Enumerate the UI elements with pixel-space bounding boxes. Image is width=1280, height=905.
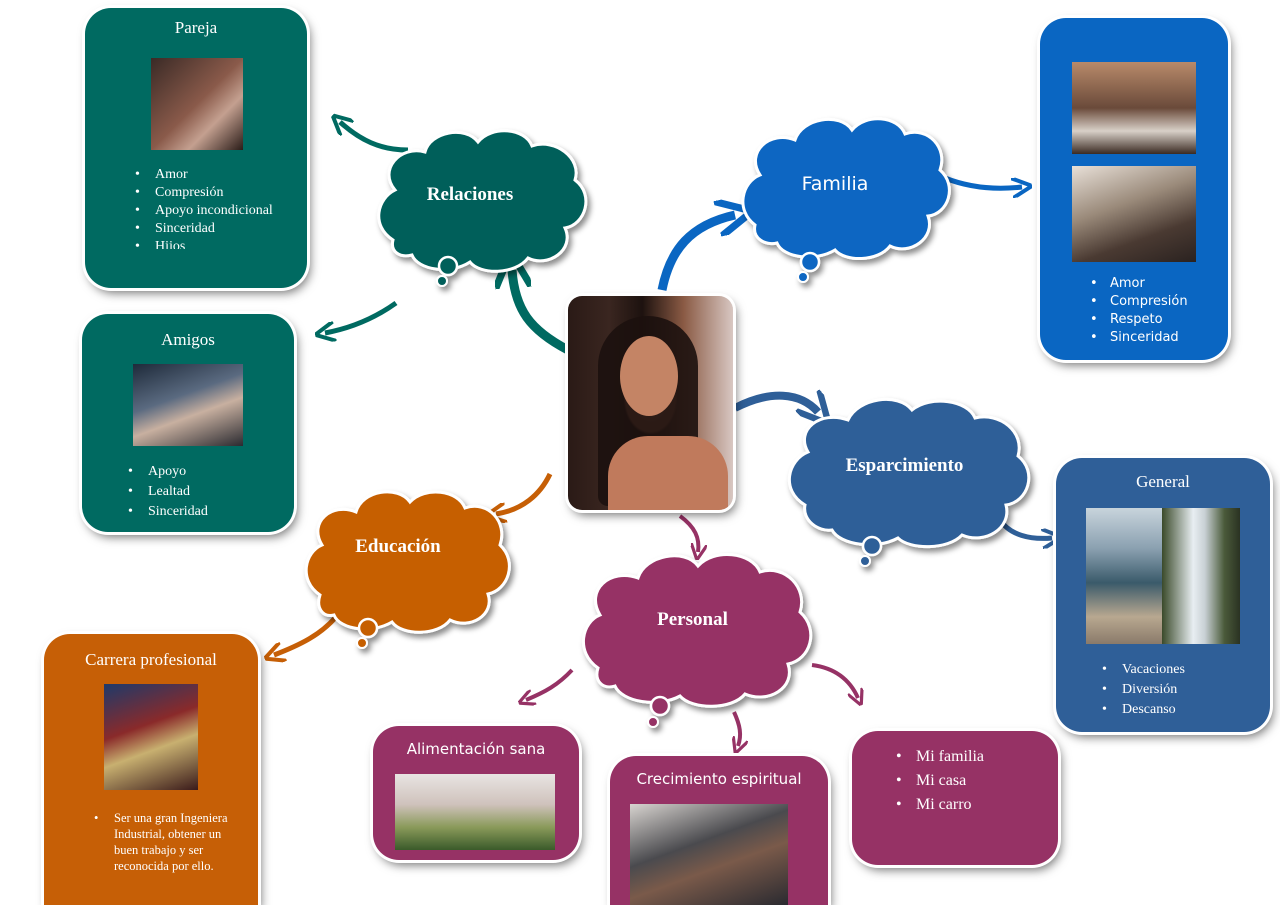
amigos-item: Apoyo bbox=[126, 462, 286, 482]
general-item: Diversión bbox=[1100, 680, 1260, 700]
personal-item: Mi casa bbox=[894, 769, 1044, 793]
cloud-personal bbox=[581, 553, 813, 728]
arrow-personal-alimentacion bbox=[526, 668, 574, 700]
pareja-box: Pareja Amor Compresión Apoyo incondicion… bbox=[85, 8, 307, 288]
cloud-relaciones bbox=[377, 129, 588, 287]
amigos-item: Lealtad bbox=[126, 482, 286, 502]
amigos-item: Sinceridad bbox=[126, 502, 286, 522]
familia-item: Sinceridad bbox=[1088, 329, 1228, 347]
arrow-center-personal bbox=[678, 514, 698, 552]
amigos-title: Amigos bbox=[161, 330, 215, 349]
cloud-label-relaciones: Relaciones bbox=[426, 184, 514, 205]
familia-item: Compresión bbox=[1088, 293, 1228, 311]
carrera-photo bbox=[104, 684, 198, 790]
general-title: General bbox=[1136, 472, 1190, 491]
crecimiento-photo bbox=[630, 804, 788, 905]
personal-item: Mi familia bbox=[894, 745, 1044, 769]
arrow-relaciones-amigos bbox=[325, 300, 398, 333]
carrera-item: Ser una gran Ingeniera Industrial, obten… bbox=[92, 810, 242, 874]
familia-photo-2 bbox=[1072, 166, 1196, 262]
pareja-item: Apoyo incondicional bbox=[133, 202, 293, 220]
arrow-educacion-carrera bbox=[274, 616, 337, 655]
arrow-center-educacion bbox=[496, 472, 553, 514]
crecimiento-box: Crecimiento espiritual bbox=[610, 756, 828, 905]
cloud-label-esparcimiento: Esparcimiento bbox=[845, 455, 964, 476]
cloud-educacion bbox=[304, 490, 511, 649]
crecimiento-title: Crecimiento espiritual bbox=[636, 770, 802, 788]
amigos-photo bbox=[133, 364, 243, 446]
pareja-item: Hijos bbox=[133, 238, 293, 249]
pareja-item: Sinceridad bbox=[133, 220, 293, 238]
carrera-title: Carrera profesional bbox=[85, 650, 217, 669]
general-item: Descanso bbox=[1100, 700, 1260, 720]
cloud-label-familia: Familia bbox=[801, 173, 869, 195]
cloud-esparcimiento bbox=[787, 397, 1031, 567]
center-portrait-photo bbox=[568, 296, 733, 510]
arrow-center-familia bbox=[657, 215, 735, 291]
general-item: Vacaciones bbox=[1100, 660, 1260, 680]
carrera-box: Carrera profesional Ser una gran Ingenie… bbox=[44, 634, 258, 905]
familia-item: Amor bbox=[1088, 275, 1228, 293]
arrow-familia-box bbox=[944, 175, 1022, 188]
pareja-item: Amor bbox=[133, 166, 293, 184]
arrow-personal-crecimiento bbox=[734, 711, 740, 746]
cloud-label-personal: Personal bbox=[657, 609, 728, 630]
personal-list-box: Mi familia Mi casa Mi carro bbox=[852, 731, 1058, 865]
general-photo-waterfall bbox=[1162, 508, 1240, 644]
arrow-relaciones-pareja bbox=[340, 122, 409, 153]
familia-item: Respeto bbox=[1088, 311, 1228, 329]
arrow-center-relaciones bbox=[512, 270, 571, 354]
pareja-title: Pareja bbox=[174, 18, 218, 37]
general-box: General Vacaciones Diversión Descanso bbox=[1056, 458, 1270, 732]
arrow-esparcimiento-general bbox=[997, 518, 1052, 538]
personal-item: Mi carro bbox=[894, 793, 1044, 817]
pareja-photo bbox=[151, 58, 243, 150]
cloud-familia bbox=[741, 117, 951, 283]
alimentacion-title: Alimentación sana bbox=[406, 740, 546, 758]
cloud-label-educacion: Educación bbox=[355, 536, 441, 557]
familia-photo-1 bbox=[1072, 62, 1196, 154]
familia-box: Amor Compresión Respeto Sinceridad bbox=[1040, 18, 1228, 360]
general-photo-pool bbox=[1086, 508, 1162, 644]
arrow-personal-box bbox=[811, 663, 858, 698]
alimentacion-box: Alimentación sana bbox=[373, 726, 579, 860]
arrow-center-esparcimiento bbox=[733, 396, 818, 412]
alimentacion-photo bbox=[395, 774, 555, 850]
pareja-item: Compresión bbox=[133, 184, 293, 202]
amigos-box: Amigos Apoyo Lealtad Sinceridad bbox=[82, 314, 294, 532]
